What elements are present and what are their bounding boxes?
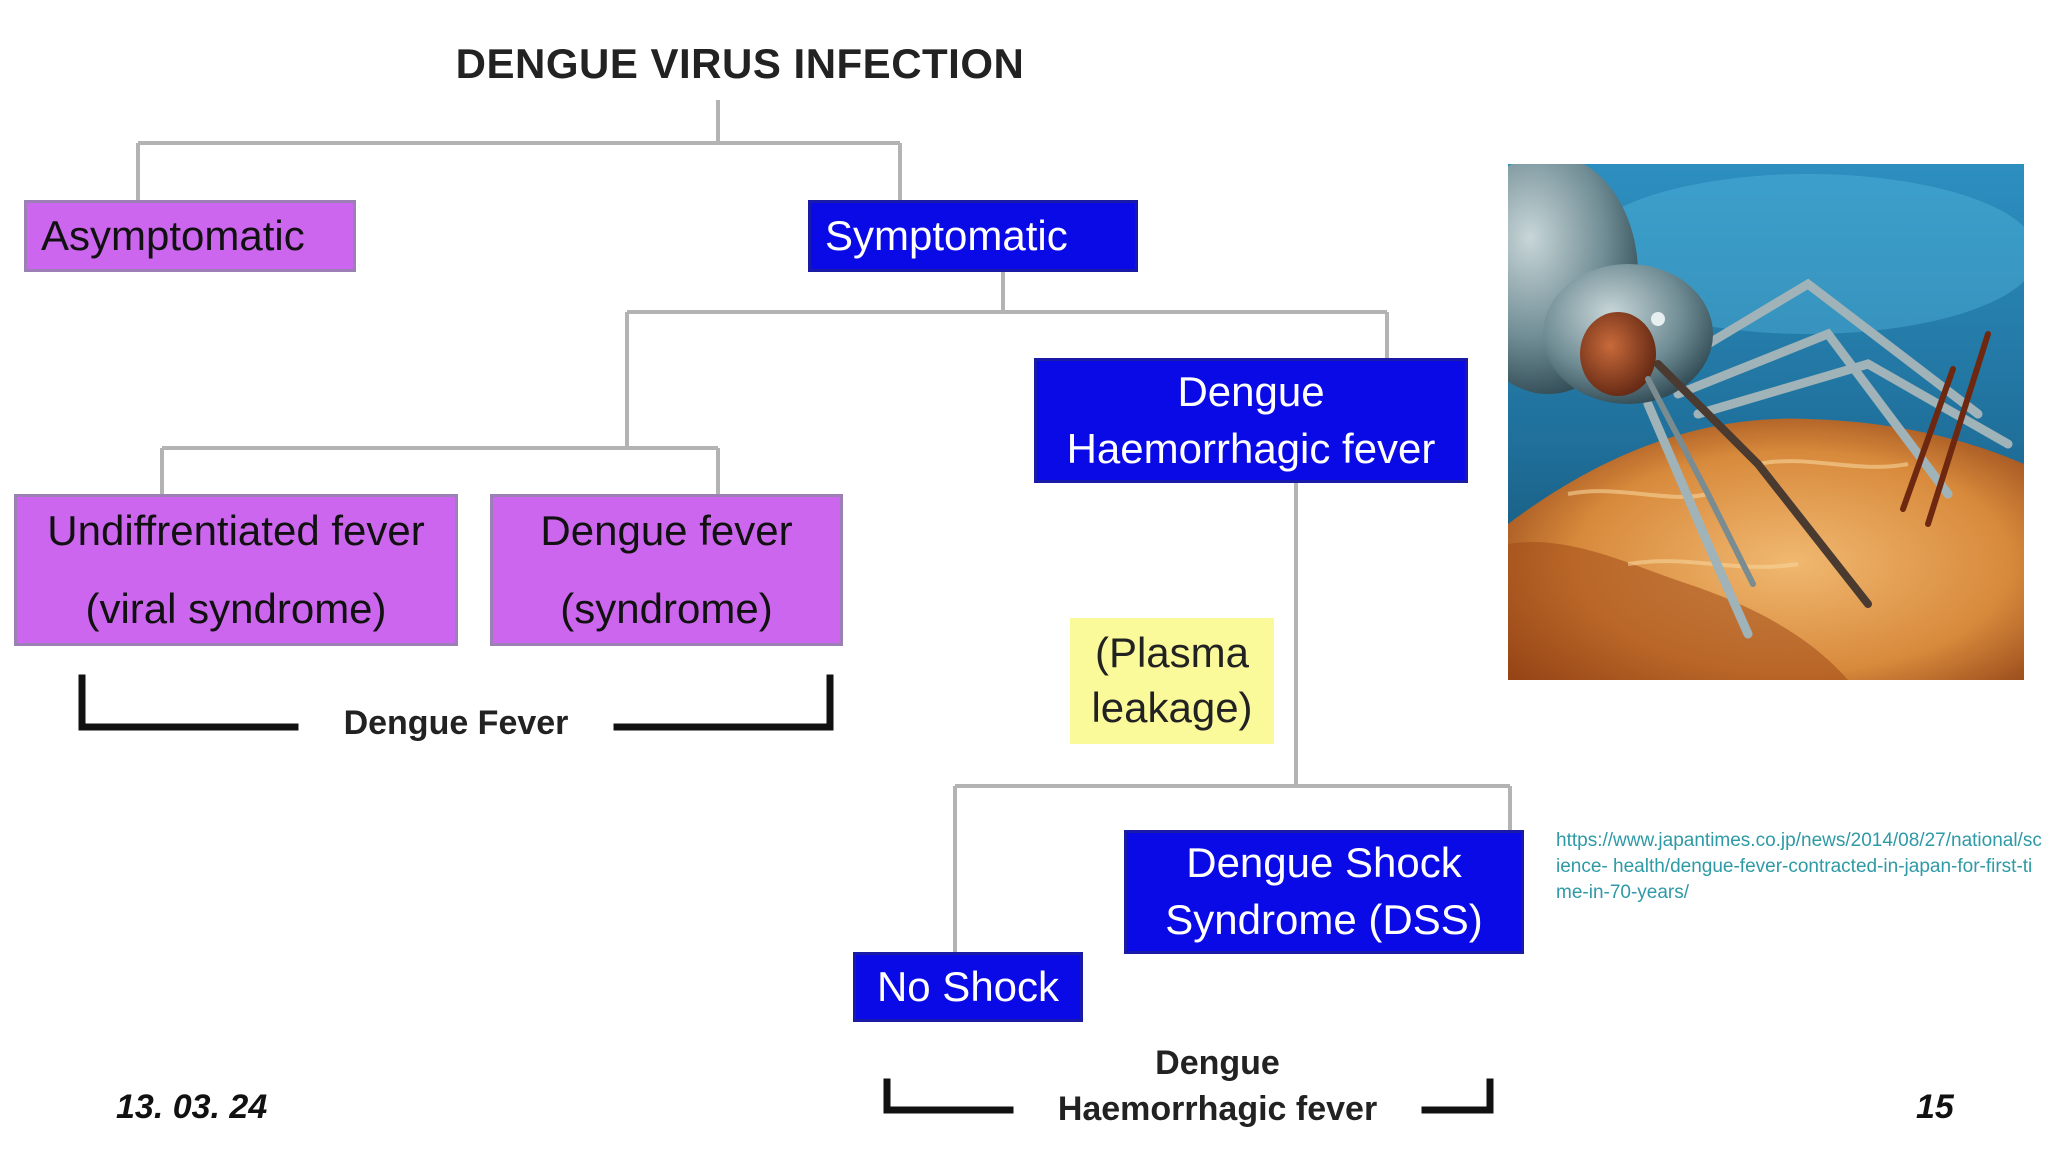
plasma-leakage-note: (Plasma leakage)	[1070, 618, 1274, 744]
node-symptomatic: Symptomatic	[808, 200, 1138, 272]
node-undifferentiated-fever: Undiffrentiated fever (viral syndrome)	[14, 494, 458, 646]
bracket-dhf-left	[883, 1078, 1014, 1114]
node-undiff-line1: Undiffrentiated fever	[47, 507, 425, 555]
source-link[interactable]: https://www.japantimes.co.jp/news/2014/0…	[1556, 830, 2042, 903]
node-asymptomatic: Asymptomatic	[24, 200, 356, 272]
mosquito-photo	[1508, 164, 2024, 680]
bracket-dengue-fever-left	[78, 674, 299, 731]
bracket-dengue-fever-right	[613, 674, 834, 731]
node-dss-line2: Syndrome (DSS)	[1165, 896, 1483, 943]
bracket-label-dhf-line1: Dengue	[1155, 1044, 1280, 1082]
node-dss-line1: Dengue Shock	[1186, 839, 1462, 887]
plasma-line2: leakage)	[1091, 684, 1253, 731]
bracket-label-dengue-fever: Dengue Fever	[343, 704, 569, 742]
node-dengue-fever: Dengue fever (syndrome)	[490, 494, 843, 646]
bracket-label-dhf: Dengue Haemorrhagic fever	[1010, 1040, 1425, 1132]
bracket-dhf-right	[1421, 1078, 1494, 1114]
node-asymptomatic-label: Asymptomatic	[41, 211, 305, 259]
footer-date: 13. 03. 24	[116, 1088, 268, 1126]
node-no-shock-label: No Shock	[876, 962, 1060, 1010]
node-undiff-line2: (viral syndrome)	[85, 585, 387, 632]
bracket-label-dhf-line2: Haemorrhagic fever	[1057, 1090, 1378, 1128]
node-df-line2: (syndrome)	[560, 585, 773, 632]
node-symptomatic-label: Symptomatic	[825, 211, 1068, 259]
diagram-title: DENGUE VIRUS INFECTION	[455, 40, 1025, 87]
node-dhf-line1: Dengue	[1177, 367, 1325, 415]
node-dhf-line2: Haemorrhagic fever	[1066, 424, 1436, 472]
node-df-line1: Dengue fever	[540, 507, 793, 555]
node-dengue-shock-syndrome: Dengue Shock Syndrome (DSS)	[1124, 830, 1524, 954]
node-no-shock: No Shock	[853, 952, 1083, 1022]
plasma-line1: (Plasma	[1094, 629, 1250, 677]
node-dengue-haemorrhagic-fever: Dengue Haemorrhagic fever	[1034, 358, 1468, 483]
page-number: 15	[1916, 1088, 1954, 1126]
